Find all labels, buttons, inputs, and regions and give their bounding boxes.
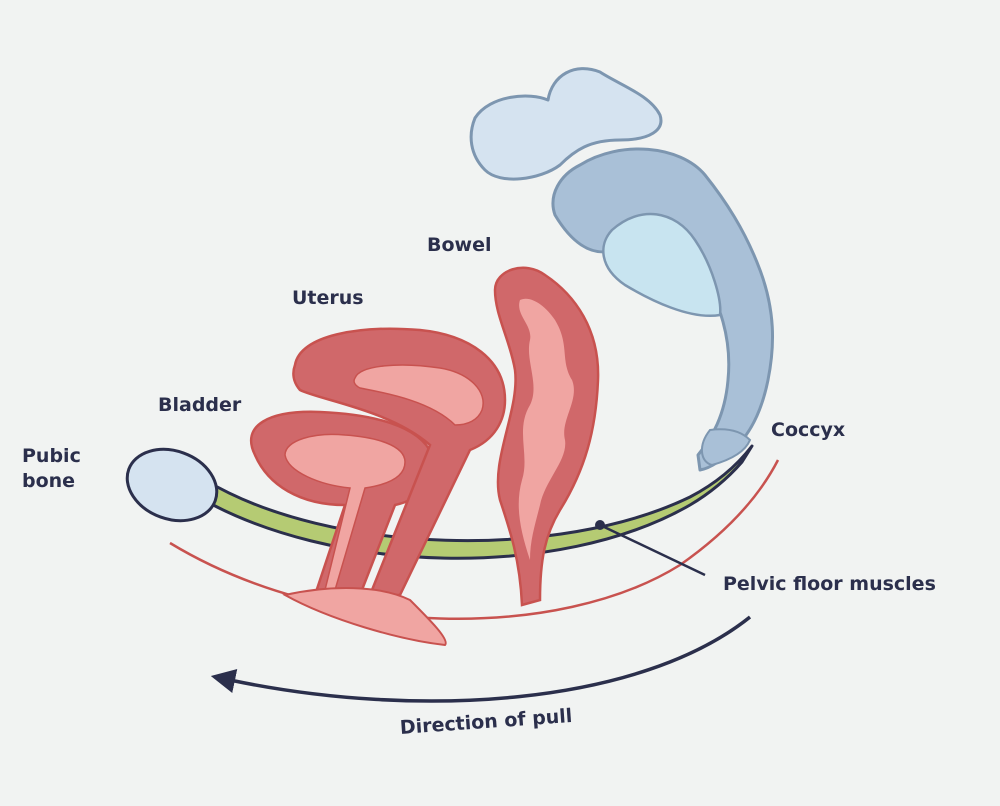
coccyx-label: Coccyx	[771, 419, 846, 441]
spine-sacrum	[469, 67, 774, 472]
pelvic-floor-pointer-line	[599, 523, 706, 577]
uterus-inner	[353, 364, 484, 426]
bowel-inner	[518, 298, 574, 560]
sacrum-inner-plate	[602, 212, 722, 318]
bowel-organ	[493, 266, 600, 607]
bowel-label: Bowel	[427, 234, 492, 256]
pubic-bone-shape	[125, 447, 219, 523]
pubic-bone-label: Pubic bone	[22, 444, 81, 494]
perineal-body	[282, 587, 447, 647]
pelvic-floor-muscles-label: Pelvic floor muscles	[723, 573, 936, 595]
pelvic-floor-pointer-dot	[595, 520, 605, 530]
pubic-bone-label-line1: Pubic	[22, 445, 81, 467]
bladder-inner	[284, 433, 406, 591]
uterus-organ	[292, 327, 507, 597]
coccyx-segments	[701, 428, 752, 467]
uterus-label: Uterus	[292, 287, 364, 309]
direction-of-pull-arrow	[210, 615, 752, 703]
lumbar-vertebra-shape	[469, 67, 663, 181]
pubic-bone-label-line2: bone	[22, 470, 76, 492]
bladder-label: Bladder	[158, 394, 242, 416]
